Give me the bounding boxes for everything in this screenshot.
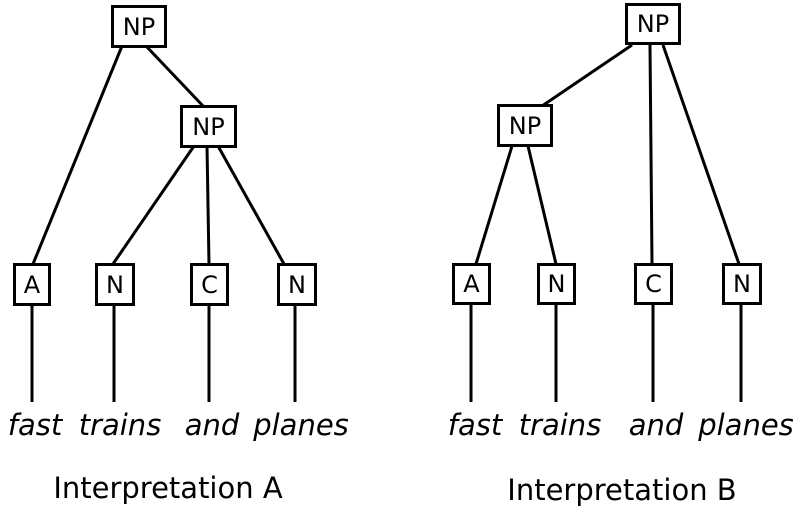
treeA-leaf-conjunction-node: C [190, 263, 229, 306]
treeB-root-np-node: NP [625, 3, 681, 45]
treeB-word-fast: fast [447, 408, 503, 442]
treeA-caption: Interpretation A [53, 471, 283, 505]
edge-innerB-to-A [474, 145, 514, 265]
treeA-inner-np-node: NP [180, 105, 237, 148]
treeA-word-and: and [184, 408, 240, 442]
treeB-caption: Interpretation B [507, 473, 737, 507]
treeA-leaf-adjective-node: A [13, 263, 51, 306]
edge-rootB-to-C [648, 44, 654, 265]
treeA-word-planes: planes [253, 408, 349, 442]
treeB-word-trains: trains [518, 408, 602, 442]
treeB-leaf-noun1-node: N [537, 263, 576, 305]
edge-rootA-to-A [31, 45, 124, 265]
treeB-word-and: and [628, 408, 684, 442]
edge-rootB-to-N2 [661, 44, 741, 265]
treeA-root-np-node: NP [111, 5, 167, 48]
treeB-inner-np-node: NP [497, 104, 553, 147]
treeA-leaf-noun2-node: N [277, 263, 317, 306]
edge-rootB-to-innerNP [541, 43, 633, 108]
edge-innerA-to-N2 [216, 145, 286, 265]
edge-innerB-to-N1 [526, 145, 558, 265]
edge-innerA-to-C [205, 145, 211, 265]
edge-rootA-to-innerNP [144, 44, 206, 109]
treeB-leaf-adjective-node: A [452, 263, 491, 305]
treeB-leaf-noun2-node: N [722, 263, 762, 305]
treeA-leaf-noun1-node: N [95, 263, 135, 306]
treeB-leaf-conjunction-node: C [634, 263, 673, 305]
treeB-word-planes: planes [698, 408, 794, 442]
treeA-word-trains: trains [78, 408, 162, 442]
edge-innerA-to-N1 [111, 145, 196, 265]
treeA-word-fast: fast [7, 408, 63, 442]
